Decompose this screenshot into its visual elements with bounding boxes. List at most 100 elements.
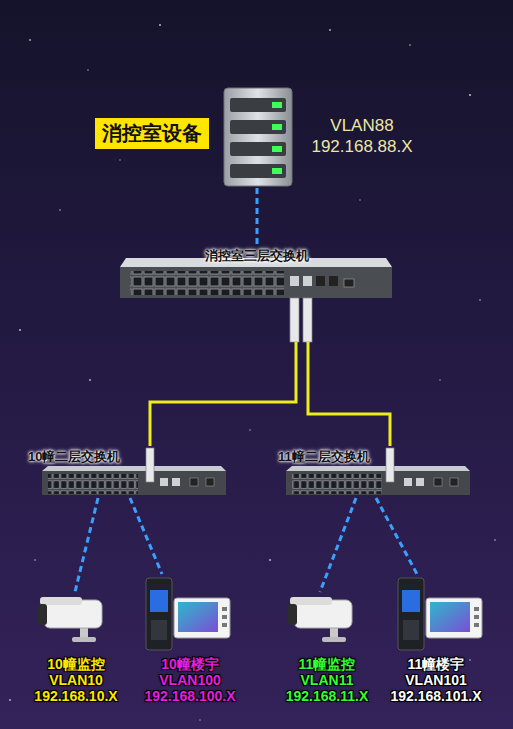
switch-label: 11幢二层交换机: [278, 448, 370, 466]
core-switch-node: 消控室三层交换机: [118, 244, 395, 342]
access-switch: [292, 474, 382, 494]
badge-label: 消控室设备: [95, 118, 209, 149]
intercom-set: [222, 607, 227, 611]
star: [469, 659, 471, 661]
access-switch: [48, 474, 138, 494]
intercom-set: [474, 607, 479, 611]
server-icon: [230, 142, 286, 156]
bullet-camera: [38, 597, 102, 642]
bullet-camera: [288, 604, 297, 625]
core-switch: [120, 267, 392, 298]
star: [34, 559, 36, 561]
access-switch: [416, 478, 424, 486]
server-icon: [272, 146, 282, 152]
access-switch-node: 11幢二层交换机: [276, 446, 472, 498]
intercom-set: [430, 602, 470, 632]
bullet-camera: [290, 597, 332, 605]
server-icon: [224, 88, 292, 186]
intercom-set: [150, 590, 168, 612]
star: [409, 44, 411, 46]
star: [89, 379, 91, 381]
core-switch: [290, 298, 299, 342]
bullet-camera: [40, 597, 82, 605]
access-switch: [434, 478, 442, 486]
star: [9, 699, 11, 701]
star: [19, 329, 21, 331]
intercom-set: [222, 623, 227, 627]
star: [359, 199, 360, 200]
star: [59, 209, 61, 211]
server-icon: [272, 102, 282, 108]
intercom-set: [174, 598, 230, 638]
core-switch: [316, 276, 325, 286]
core-switch: [290, 276, 299, 286]
network-cable: [376, 498, 417, 574]
server-icon: [272, 168, 282, 174]
access-switch: [404, 478, 412, 486]
intercom-set: [146, 578, 230, 650]
server-icon: [230, 98, 286, 112]
bullet-camera: [38, 604, 47, 625]
access-switch: [146, 448, 154, 482]
node-label: 11幢楼宇 VLAN101 192.168.101.X: [384, 656, 488, 704]
bullet-camera: [322, 637, 346, 642]
core-switch: [303, 276, 312, 286]
star: [469, 94, 471, 96]
access-switch: [286, 471, 470, 495]
access-switch: [42, 466, 226, 471]
network-cable: [130, 498, 162, 574]
access-switch: [386, 448, 394, 482]
access-switch: [286, 466, 470, 471]
star: [479, 299, 481, 301]
intercom-set: [426, 598, 482, 638]
access-switch: [206, 478, 214, 486]
camera-node: 10幢监控 VLAN10 192.168.10.X: [26, 592, 126, 712]
access-switch: [450, 478, 458, 486]
intercom-node: 10幢楼宇 VLAN100 192.168.100.X: [138, 574, 242, 712]
node-label: 10幢监控 VLAN10 192.168.10.X: [26, 656, 126, 704]
server-icon: [230, 164, 286, 178]
server-icon: [230, 120, 286, 134]
access-switch: [42, 471, 226, 495]
access-switch-node: 10幢二层交换机: [26, 446, 228, 498]
core-switch: [130, 271, 284, 295]
access-switch: [190, 478, 198, 486]
intercom-set: [178, 602, 218, 632]
network-cable: [256, 188, 259, 244]
intercom-set: [146, 578, 172, 650]
star: [9, 24, 496, 721]
core-switch: [120, 258, 392, 342]
star: [29, 39, 31, 41]
core-switch: [303, 298, 312, 342]
server-icon: [272, 124, 282, 130]
intercom-set: [474, 623, 479, 627]
vlan-label: VLAN88 192.168.88.X: [302, 115, 422, 157]
intercom-set: [222, 615, 227, 619]
access-switch: [172, 478, 180, 486]
intercom-set: [398, 578, 482, 650]
star: [119, 159, 120, 160]
intercom-set: [402, 590, 420, 612]
switch-label: 消控室三层交换机: [118, 247, 395, 265]
network-cable: [320, 498, 356, 592]
star: [87, 69, 88, 70]
intercom-node: 11幢楼宇 VLAN101 192.168.101.X: [384, 574, 488, 712]
star: [439, 379, 440, 380]
node-label: 11幢监控 VLAN11 192.168.11.X: [277, 656, 377, 704]
core-switch: [344, 279, 354, 287]
intercom-set: [403, 620, 419, 640]
intercom-set: [474, 615, 479, 619]
star: [329, 29, 331, 31]
access-switch: [160, 478, 168, 486]
bullet-camera: [288, 597, 352, 642]
star: [249, 429, 250, 430]
star: [269, 559, 271, 561]
intercom-set: [398, 578, 424, 650]
node-label: 10幢楼宇 VLAN100 192.168.100.X: [138, 656, 242, 704]
network-cable: [75, 498, 98, 592]
intercom-set: [151, 620, 167, 640]
